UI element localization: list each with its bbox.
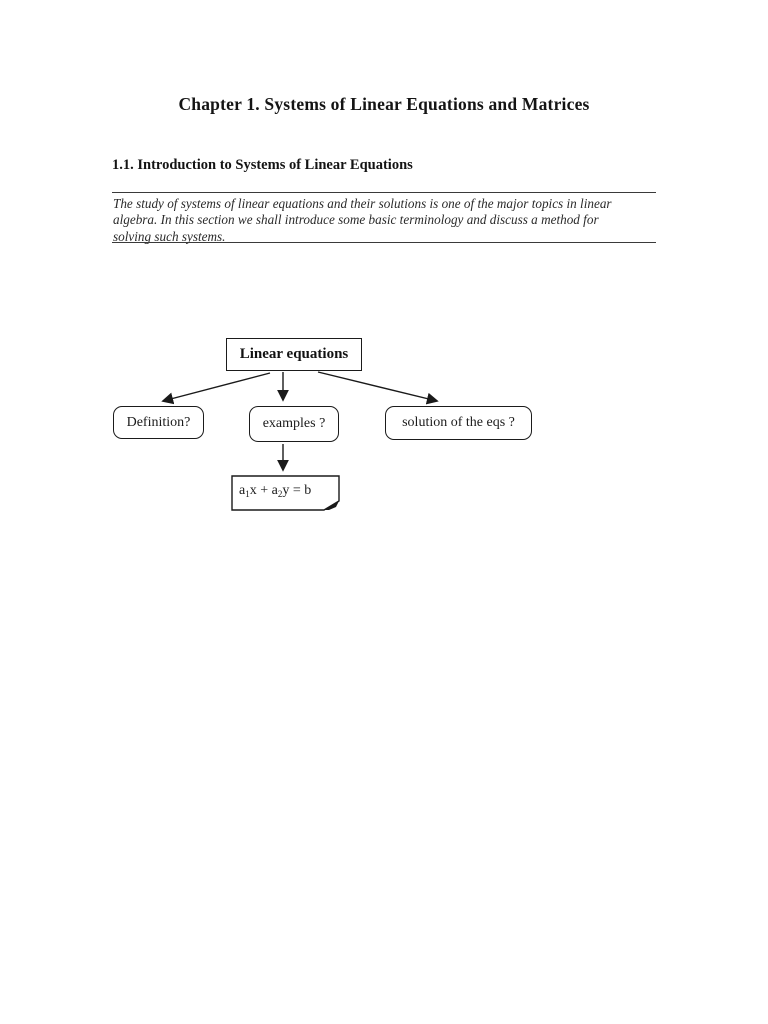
arrow-root-to-definition	[161, 372, 271, 405]
divider-top	[112, 192, 656, 193]
equation-part: y = b	[282, 483, 312, 498]
diagram-node-solution: solution of the eqs ?	[385, 406, 532, 440]
intro-paragraph: The study of systems of linear equations…	[113, 196, 673, 245]
folded-corner-icon	[324, 501, 339, 510]
note-equation: a1x + a2y = b	[239, 483, 311, 499]
diagram-node-examples: examples ?	[249, 406, 339, 442]
concept-diagram: Linear equations Definition? examples ? …	[100, 330, 560, 525]
intro-line: algebra. In this section we shall introd…	[113, 212, 599, 228]
diagram-node-linear-equations: Linear equations	[226, 338, 362, 371]
arrow-root-to-solution	[317, 371, 439, 405]
equation-part: a	[239, 483, 246, 498]
diagram-node-definition: Definition?	[113, 406, 204, 439]
equation-subscript: 2	[277, 489, 283, 499]
equation-part: x + a	[249, 483, 278, 498]
equation-subscript: 1	[245, 489, 250, 499]
section-heading: 1.1. Introduction to Systems of Linear E…	[112, 157, 413, 173]
chapter-title: Chapter 1. Systems of Linear Equations a…	[178, 94, 590, 114]
intro-line: The study of systems of linear equations…	[113, 196, 612, 211]
intro-line: solving such systems.	[113, 228, 226, 244]
diagram-connectors	[161, 371, 439, 511]
divider-bottom	[112, 242, 656, 243]
